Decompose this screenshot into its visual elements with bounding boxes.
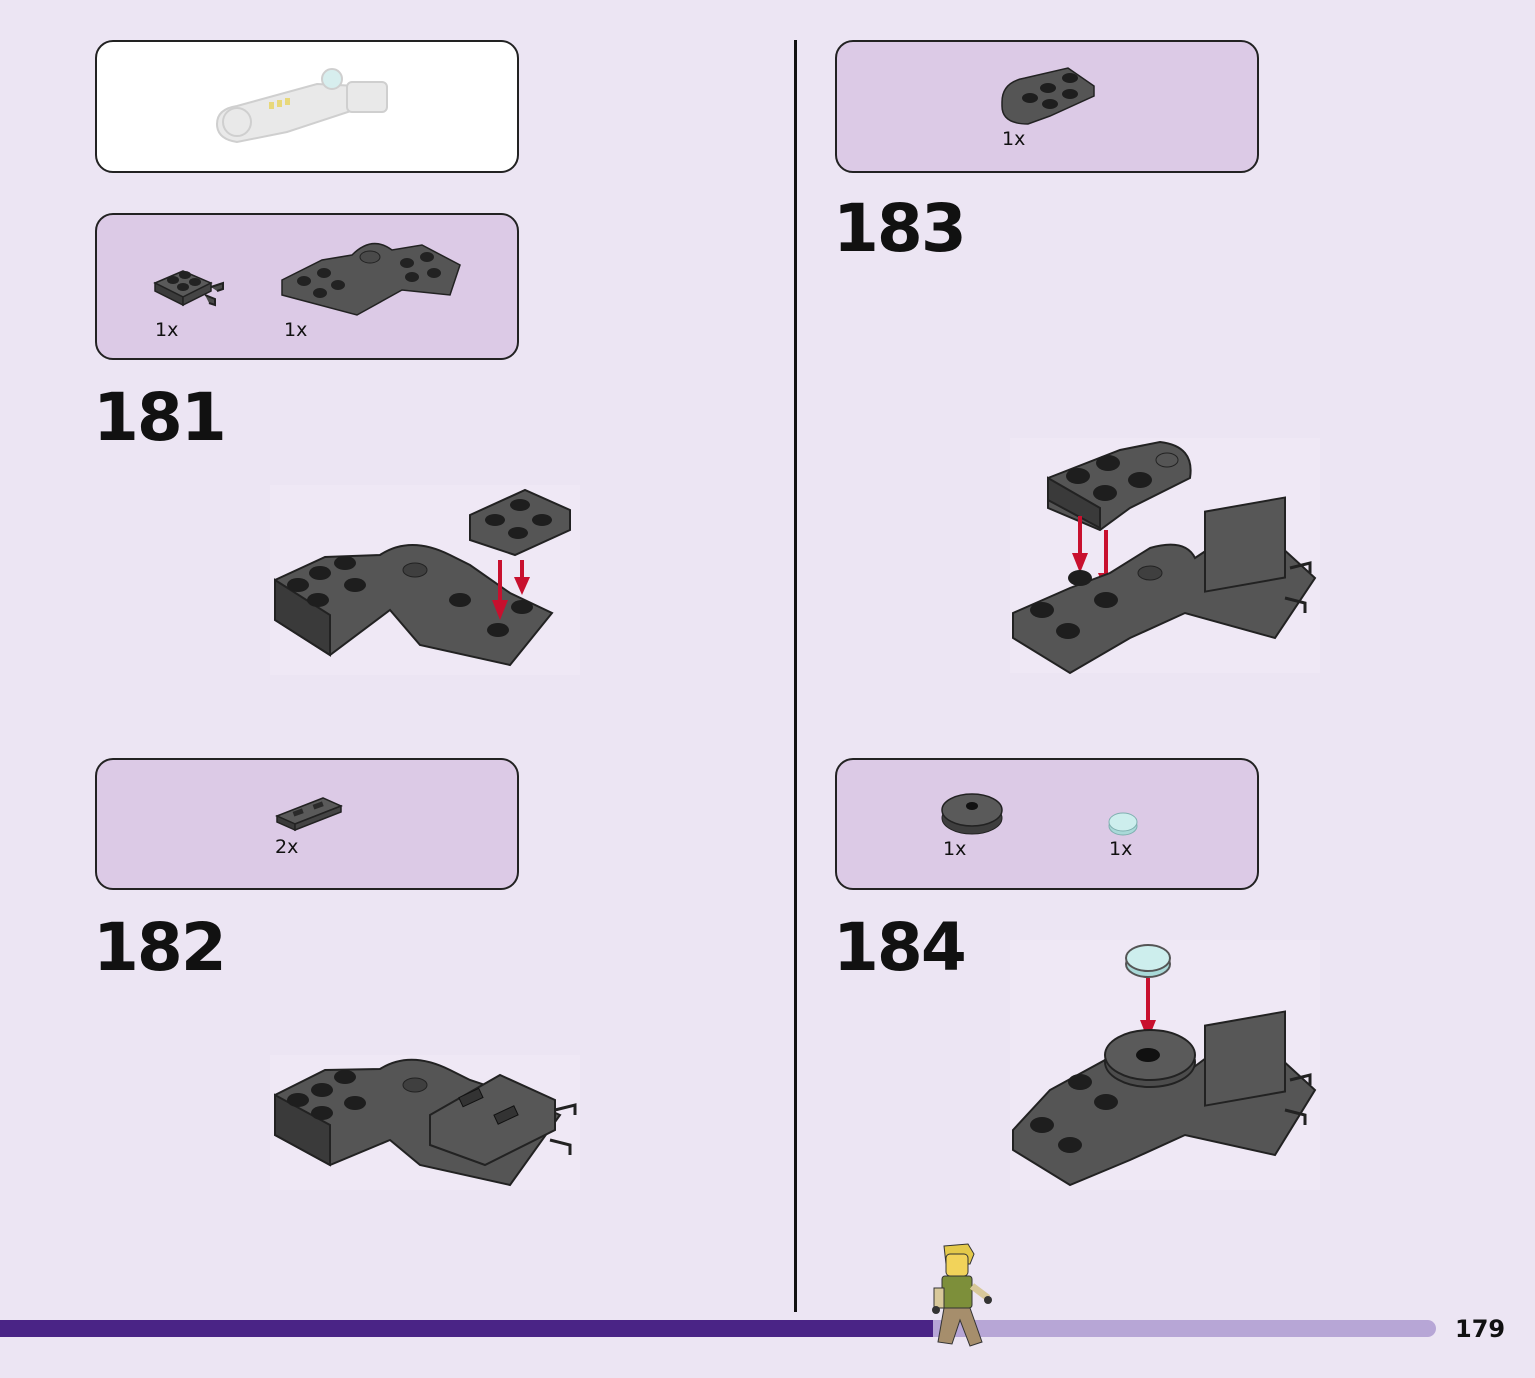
part-quantity: 1x	[1109, 838, 1133, 860]
parts-list-182: 2x	[95, 758, 519, 890]
step-number: 184	[833, 909, 967, 986]
plate-2x2-clips-image	[153, 270, 224, 307]
assembly-image-183	[1010, 438, 1320, 675]
parts-list-181: 1x 1x	[95, 213, 519, 360]
minifigure-mascot-icon	[932, 1243, 992, 1347]
wedge-plate-image	[281, 242, 461, 316]
progress-bar-fill	[0, 1320, 934, 1337]
column-divider	[794, 40, 797, 1312]
part-quantity: 1x	[284, 319, 308, 341]
part-quantity: 2x	[275, 836, 299, 858]
step-number: 182	[93, 909, 227, 986]
assembly-image-182	[270, 1055, 580, 1190]
round-tile-2x2-image	[941, 793, 1003, 835]
parts-list-183: 1x	[835, 40, 1259, 173]
step-number: 183	[833, 190, 967, 267]
part-quantity: 1x	[943, 838, 967, 860]
page-number: 179	[1455, 1315, 1506, 1343]
preview-model-image	[215, 68, 388, 144]
parts-list-184: 1x 1x	[835, 758, 1259, 890]
progress-bar	[0, 1320, 1436, 1337]
round-tile-1x1-trans-image	[1108, 812, 1138, 836]
part-quantity: 1x	[1002, 128, 1026, 150]
part-quantity: 1x	[155, 319, 179, 341]
tile-1x2-grille-image	[275, 797, 343, 832]
step-number: 181	[93, 379, 227, 456]
assembly-image-184	[1010, 940, 1320, 1190]
preview-callout	[95, 40, 519, 173]
assembly-image-181	[270, 485, 580, 675]
round-end-plate-image	[1001, 67, 1095, 125]
